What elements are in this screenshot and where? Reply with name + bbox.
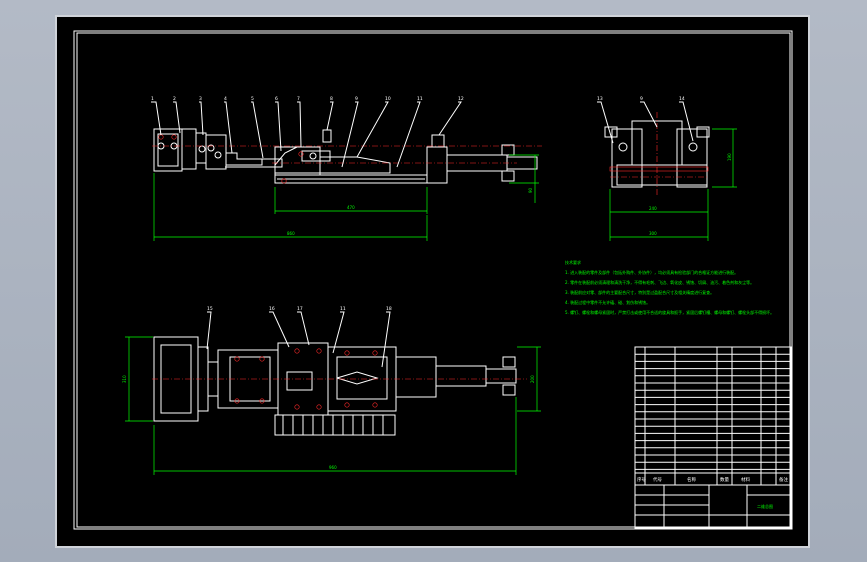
- front-view: [151, 101, 542, 241]
- drawing-title: 二维总图: [757, 503, 773, 509]
- balloon-number: 4: [224, 96, 227, 102]
- balloon-number: 18: [386, 306, 392, 312]
- cad-viewport[interactable]: 技术要求 1. 进入装配的零件及部件（包括外购件、外协件），均必须具有检验部门的…: [55, 15, 810, 548]
- assembly-drawing: 技术要求 1. 进入装配的零件及部件（包括外购件、外协件），均必须具有检验部门的…: [73, 30, 793, 530]
- parts-list-header: 备注: [779, 476, 788, 483]
- balloon-number: 9: [355, 96, 358, 102]
- parts-list-rows: 序号代号 名称 数量 材料 备注: [635, 353, 791, 483]
- dimension-value: 860: [287, 231, 295, 236]
- dimension-value: 200: [530, 375, 535, 383]
- tech-line: 5. 螺钉、螺栓和螺母紧固时，严禁打击或使用不合适的旋具和扳手，紧固后螺钉槽、螺…: [565, 309, 774, 315]
- balloon-number: 9: [640, 96, 643, 102]
- balloon-number: 13: [597, 96, 603, 102]
- balloon-number: 3: [199, 96, 202, 102]
- dimension-value: 310: [122, 375, 127, 383]
- balloon-number: 2: [173, 96, 176, 102]
- balloon-number: 1: [151, 96, 154, 102]
- balloon-number: 8: [330, 96, 333, 102]
- inner-frame: [76, 32, 791, 528]
- parts-list: [634, 346, 792, 486]
- parts-list-header: 材料: [741, 476, 750, 483]
- dimension-labels: 470 860 90 240 300 190 960 310 200: [122, 153, 732, 470]
- balloon-number: 15: [207, 306, 213, 312]
- parts-list-header: 数量: [720, 476, 729, 483]
- dimension-value: 470: [347, 205, 355, 210]
- balloon-number: 11: [417, 96, 423, 102]
- dimension-value: 190: [727, 153, 732, 161]
- dimension-value: 90: [528, 187, 533, 193]
- balloon-number: 16: [269, 306, 275, 312]
- tech-line: 2. 零件在装配前必须清理和清洗干净，不得有毛刺、飞边、氧化皮、锈蚀、切屑、油污…: [565, 279, 754, 285]
- balloon-number: 14: [679, 96, 685, 102]
- outer-frame: [73, 30, 793, 530]
- title-block: 二维总图: [634, 484, 792, 529]
- balloon-number: 17: [297, 306, 303, 312]
- dimension-value: 300: [649, 231, 657, 236]
- side-view: [597, 101, 737, 241]
- tech-line: 4. 装配过程中零件不允许磕、碰、划伤和锈蚀。: [565, 299, 650, 305]
- balloon-number: 12: [458, 96, 464, 102]
- balloon-number: 5: [251, 96, 254, 102]
- parts-list-header: 序号: [637, 476, 646, 483]
- dimension-value: 240: [649, 206, 657, 211]
- balloon-number: 6: [275, 96, 278, 102]
- top-view: [125, 311, 541, 475]
- parts-list-header: 名称: [687, 476, 696, 483]
- balloon-number: 10: [385, 96, 391, 102]
- parts-list-header: 代号: [653, 476, 662, 483]
- dimension-value: 960: [329, 465, 337, 470]
- balloon-number: 11: [340, 306, 346, 312]
- tech-title: 技术要求: [565, 259, 581, 265]
- tech-line: 3. 装配前应对零、部件的主要配合尺寸，特别是过盈配合尺寸及相关精度进行复查。: [565, 289, 714, 295]
- balloon-number: 7: [297, 96, 300, 102]
- tech-line: 1. 进入装配的零件及部件（包括外购件、外协件），均必须具有检验部门的合格证方能…: [565, 269, 738, 275]
- technical-requirements: 技术要求 1. 进入装配的零件及部件（包括外购件、外协件），均必须具有检验部门的…: [565, 259, 774, 315]
